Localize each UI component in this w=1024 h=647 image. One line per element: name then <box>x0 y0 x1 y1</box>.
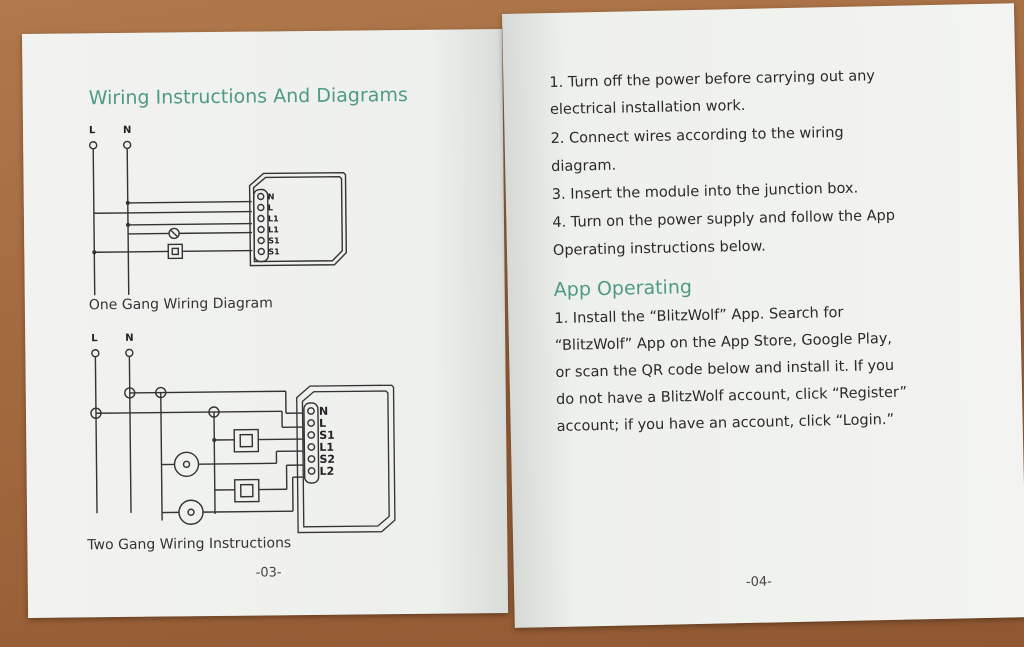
terminal-label: S1 <box>268 247 280 256</box>
terminal-label: N <box>268 192 275 201</box>
app-instruction-line: account; if you have an account, click “… <box>556 411 895 435</box>
install-step: electrical installation work. <box>549 97 746 119</box>
left-page: Wiring Instructions And Diagrams L N N L… <box>22 28 509 618</box>
one-gang-caption: One Gang Wiring Diagram <box>88 295 273 314</box>
line-label-n: N <box>125 333 133 344</box>
install-step: 1. Turn off the power before carrying ou… <box>549 68 876 92</box>
terminal-label: N <box>319 405 328 418</box>
install-step: 4. Turn on the power supply and follow t… <box>552 207 896 231</box>
wiring-title: Wiring Instructions And Diagrams <box>88 83 408 110</box>
app-instruction-line: “BlitzWolf” App on the App Store, Google… <box>554 330 893 354</box>
terminal-label: L1 <box>268 225 279 234</box>
terminal-label: S1 <box>268 236 280 245</box>
one-gang-wiring-diagram: L N N L L1 L1 S1 S1 <box>89 125 348 296</box>
page-number-left: -03- <box>255 565 282 581</box>
line-label-l: L <box>89 125 96 136</box>
terminal-label: L <box>268 203 273 212</box>
terminal-label: L1 <box>319 441 334 454</box>
line-label-n: N <box>123 125 131 136</box>
terminal-label: L2 <box>320 465 335 478</box>
two-gang-wiring-diagram: L N <box>90 333 396 534</box>
install-step: 3. Insert the module into the junction b… <box>551 180 859 203</box>
app-operating-title: App Operating <box>553 276 693 301</box>
install-step: diagram. <box>551 157 617 176</box>
terminal-label: L1 <box>268 214 279 223</box>
terminal-label: S1 <box>319 429 335 442</box>
app-instruction-line: 1. Install the “BlitzWolf” App. Search f… <box>554 304 844 327</box>
terminal-label: L <box>319 417 326 430</box>
two-gang-caption: Two Gang Wiring Instructions <box>87 535 292 554</box>
terminal-label: S2 <box>319 453 335 466</box>
app-instruction-line: do not have a BlitzWolf account, click “… <box>555 384 908 408</box>
line-label-l: L <box>91 333 98 344</box>
page-number-right: -04- <box>745 574 773 591</box>
install-step: Operating instructions below. <box>552 238 766 259</box>
install-step: 2. Connect wires according to the wiring <box>550 124 844 148</box>
right-page: 1. Turn off the power before carrying ou… <box>502 3 1024 628</box>
app-instruction-line: or scan the QR code below and install it… <box>555 357 895 381</box>
